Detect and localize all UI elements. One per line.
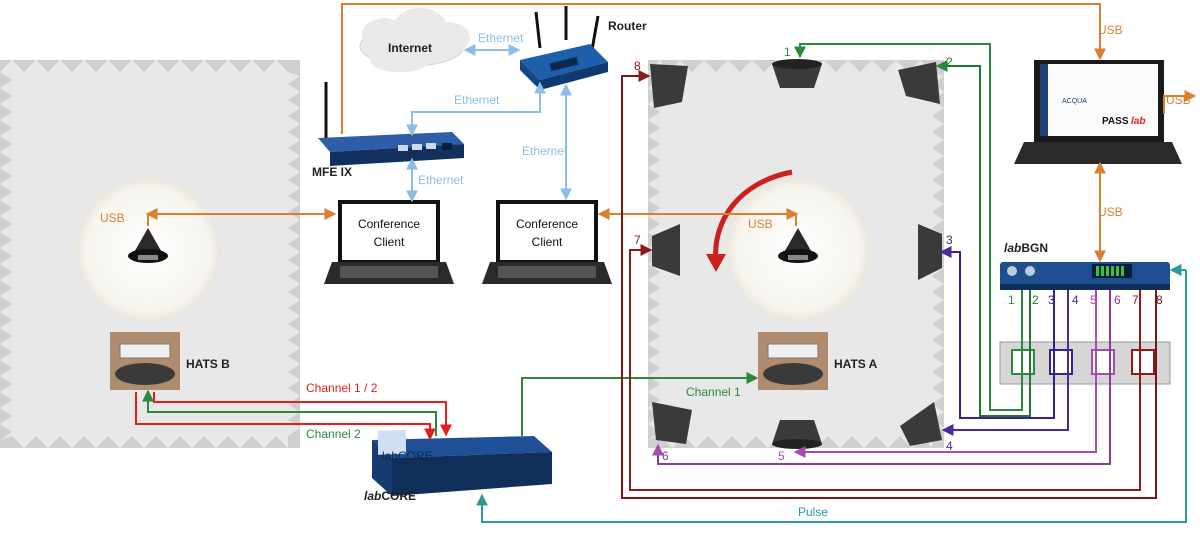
bgn-num-3: 3 xyxy=(1048,293,1055,307)
speaker-num-5: 5 xyxy=(778,449,785,463)
rotation-arrowhead xyxy=(706,254,726,272)
speaker-4-icon xyxy=(900,402,942,446)
usb-laptop-right xyxy=(1163,90,1197,114)
pass-text: PASS xyxy=(1102,116,1129,127)
lab-text: lab xyxy=(1131,116,1145,127)
amp-panel xyxy=(999,341,1171,385)
bgn-ch4 xyxy=(941,290,1069,436)
client-right-line2: Client xyxy=(532,235,563,249)
speaker-num-4: 4 xyxy=(946,439,953,453)
laptop-pass-icon: ACQUA PASS lab xyxy=(1014,60,1182,164)
usb-label-1: USB xyxy=(1098,23,1123,37)
bgn-ch3 xyxy=(939,246,1055,419)
speaker-num-7: 7 xyxy=(634,233,641,247)
bgn-ch2 xyxy=(935,60,1031,417)
usb-label-5: USB xyxy=(748,217,773,231)
usb-label-4: USB xyxy=(100,211,125,225)
labcore-label: labCORE xyxy=(364,489,416,503)
channel-2-green xyxy=(142,389,437,436)
labbgn-device-icon xyxy=(1000,262,1170,290)
speaker-num-6: 6 xyxy=(662,449,669,463)
pulse-label: Pulse xyxy=(798,505,828,519)
channel-12-red xyxy=(135,392,436,441)
usb-mfe-laptop xyxy=(341,3,1106,134)
bgn-num-2: 2 xyxy=(1032,293,1039,307)
speaker-3-icon xyxy=(918,224,942,280)
speaker-1-icon xyxy=(772,59,822,88)
client-left-line2: Client xyxy=(374,235,405,249)
bgn-ch1 xyxy=(794,43,1023,411)
labcore-screen-text: labCORE xyxy=(382,449,433,463)
acqua-text: ACQUA xyxy=(1062,98,1087,105)
labcore-device-icon xyxy=(372,429,552,496)
speaker-8-icon xyxy=(650,64,688,108)
usb-label-3: USB xyxy=(1098,205,1123,219)
speaker-num-3: 3 xyxy=(946,233,953,247)
mfe-label: MFE IX xyxy=(312,165,352,179)
channel-1-green xyxy=(521,372,759,436)
channel-2-label: Channel 2 xyxy=(306,427,361,441)
mic-a-icon xyxy=(778,228,818,263)
bgn-ch8 xyxy=(621,70,1157,499)
laptop-left-icon xyxy=(324,200,454,284)
hats-a-label: HATS A xyxy=(834,357,878,371)
router-icon xyxy=(520,6,608,90)
channel-1-label: Channel 1 xyxy=(686,385,741,399)
router-label: Router xyxy=(608,19,647,33)
client-right-line1: Conference xyxy=(516,217,578,231)
speaker-7-icon xyxy=(652,224,680,276)
bgn-num-5: 5 xyxy=(1090,293,1097,307)
mic-b-icon xyxy=(128,228,168,263)
bgn-num-8: 8 xyxy=(1156,293,1163,307)
bgn-ch6 xyxy=(652,290,1111,465)
mfe-device-icon xyxy=(318,82,464,166)
rotation-arrow xyxy=(713,169,793,263)
speaker-5-icon xyxy=(772,420,822,449)
labbgn-label: labBGN xyxy=(1004,241,1048,255)
eth-label-1: Ethernet xyxy=(478,31,524,45)
usb-label-2: USB xyxy=(1166,93,1191,107)
bgn-num-7: 7 xyxy=(1132,293,1139,307)
bgn-num-4: 4 xyxy=(1072,293,1079,307)
channel-12-label: Channel 1 / 2 xyxy=(306,381,378,395)
hats-b-icon xyxy=(110,332,180,390)
connections xyxy=(135,3,1197,523)
pulse-line xyxy=(476,270,1187,523)
hats-b-label: HATS B xyxy=(186,357,230,371)
bgn-ch7 xyxy=(629,244,1141,491)
client-left-line1: Conference xyxy=(358,217,420,231)
speaker-num-1: 1 xyxy=(784,45,791,59)
bgn-ch5 xyxy=(793,290,1097,458)
labels: Internet Router MFE IX Conference Client… xyxy=(100,19,1191,519)
cloud-icon xyxy=(359,8,470,72)
eth-label-3: Ethernet xyxy=(522,144,568,158)
eth-router-mfe xyxy=(406,81,546,137)
speaker-num-2: 2 xyxy=(946,55,953,69)
hats-a-icon xyxy=(758,332,828,390)
eth-label-4: Ethernet xyxy=(418,173,464,187)
speaker-2-icon xyxy=(898,62,940,104)
speaker-num-8: 8 xyxy=(634,59,641,73)
channel-12-red-2 xyxy=(153,392,452,437)
bgn-num-6: 6 xyxy=(1114,293,1121,307)
laptop-right-icon xyxy=(482,200,612,284)
internet-label: Internet xyxy=(388,41,432,55)
eth-label-2: Ethernet xyxy=(454,93,500,107)
bgn-num-1: 1 xyxy=(1008,293,1015,307)
speaker-6-icon xyxy=(652,402,692,444)
